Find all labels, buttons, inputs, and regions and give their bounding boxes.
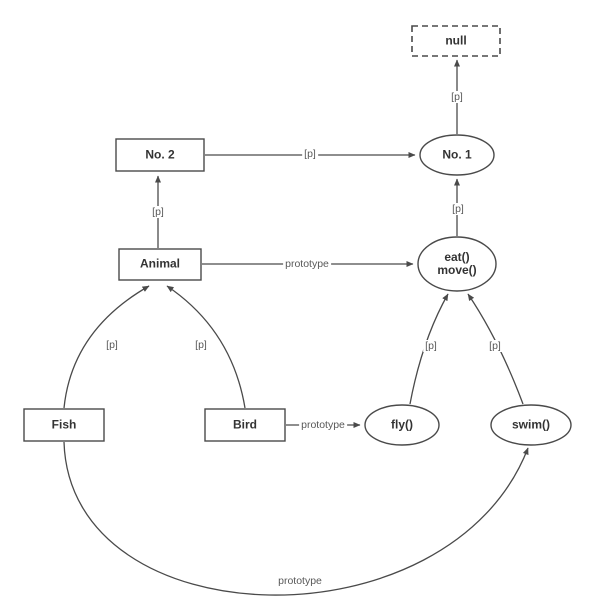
swim-ellipse xyxy=(490,404,572,446)
animal-label: Animal xyxy=(139,256,181,271)
edge-label-fly-to-eatmove: [p] xyxy=(423,340,439,352)
fish-label: Fish xyxy=(51,417,77,432)
eat-label: eat() xyxy=(444,250,470,264)
bird-label: Bird xyxy=(233,417,257,432)
swim-label: swim() xyxy=(511,417,551,432)
fly-label: fly() xyxy=(391,417,413,432)
edge-label-fish-to-animal: [p] xyxy=(104,339,120,351)
animal-box xyxy=(118,248,202,281)
edge-fish-to-animal xyxy=(63,285,150,409)
edge-fish-to-swim xyxy=(63,441,529,596)
eat-move-ellipse xyxy=(417,236,497,292)
edge-bird-to-animal xyxy=(166,285,246,409)
edge-label-animal-to-no2: [p] xyxy=(150,206,166,218)
edge-label-swim-to-eatmove: [p] xyxy=(487,340,503,352)
no1-label: No. 1 xyxy=(442,147,472,162)
null-box xyxy=(411,25,501,57)
edge-label-bird-to-animal: [p] xyxy=(193,339,209,351)
fly-ellipse xyxy=(364,404,440,446)
bird-box xyxy=(204,408,286,442)
edge-label-eatmove-to-no1: [p] xyxy=(450,203,466,215)
no2-box xyxy=(115,138,205,172)
eat-move-label: eat() move() xyxy=(437,251,476,277)
edge-label-bird-to-fly: prototype xyxy=(299,419,347,431)
move-label: move() xyxy=(437,263,477,277)
edge-label-no2-to-no1: [p] xyxy=(302,148,318,160)
edge-label-fish-to-swim: prototype xyxy=(276,575,324,587)
null-label: null xyxy=(445,33,467,48)
edge-label-no1-to-null: [p] xyxy=(449,91,465,103)
no1-ellipse xyxy=(419,134,495,176)
edge-label-animal-to-eatmove: prototype xyxy=(283,258,331,270)
no2-label: No. 2 xyxy=(145,147,175,162)
fish-box xyxy=(23,408,105,442)
